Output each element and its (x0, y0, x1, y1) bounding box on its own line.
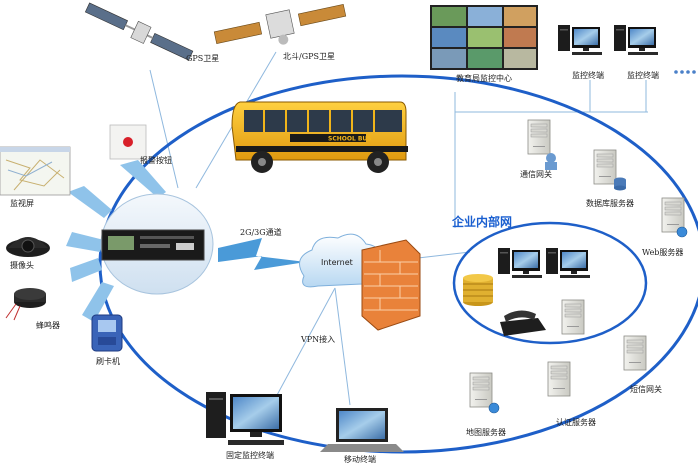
input-arrows (66, 160, 166, 322)
desktop-computer-icon (546, 248, 590, 278)
desktop-computer-icon (558, 25, 602, 55)
phone (500, 310, 546, 336)
internet-cloud (299, 233, 381, 288)
desktop-computer-icon (498, 248, 542, 278)
fixed-monitor-terminal (206, 392, 284, 445)
alarm-button-icon (123, 137, 133, 147)
enterprise-ring (452, 221, 648, 345)
cloud-icon (299, 233, 381, 288)
network-channel-label: 2G/3G通道 (240, 227, 282, 237)
globe-icon (676, 226, 688, 238)
camera-label: 摄像头 (10, 260, 34, 270)
firewall-icon (361, 239, 421, 331)
server-icon (547, 361, 571, 397)
lightning-icon (218, 238, 306, 270)
database-icon (614, 177, 626, 191)
card-reader (91, 314, 123, 352)
school-bus (231, 101, 408, 173)
card-reader-label: 刷卡机 (96, 356, 120, 366)
wireless-link (218, 238, 306, 270)
coin-stack (463, 274, 493, 306)
vpn-access-label: VPN接入 (300, 334, 335, 344)
satellite-icon (130, 20, 152, 44)
server-icon (593, 149, 617, 185)
buzzer-label: 蜂鸣器 (36, 320, 60, 330)
school-bus-text: SCHOOL BUS (328, 136, 372, 143)
monitor-terminal-1-label: 监控终端 (572, 70, 604, 80)
monitor-terminal-2-label: 监控终端 (627, 70, 659, 80)
firewall (361, 239, 421, 331)
alarm-button-label: 报警按钮 (140, 155, 172, 165)
beidou-satellite-label: 北斗/GPS卫星 (283, 52, 335, 61)
beidou-satellite (213, 4, 347, 45)
enterprise-network-label: 企业内部网 (451, 214, 512, 229)
vehicle-terminal (100, 193, 214, 295)
connection-lines (149, 51, 648, 409)
buzzer (5, 288, 46, 321)
monitor-screen-label: 监视屏 (10, 198, 34, 208)
web-server-label: Web服务器 (642, 247, 683, 257)
map-server-label: 地图服务器 (466, 427, 506, 437)
server-icon (527, 119, 551, 155)
mobile-terminal-label: 移动终端 (344, 454, 376, 464)
desktop-computer-icon (614, 25, 658, 55)
camera (6, 237, 50, 257)
server-icon (623, 335, 647, 371)
auth-server-label: 认证服务器 (556, 417, 596, 427)
fixed-monitor-terminal-label: 固定监控终端 (226, 450, 274, 460)
globe-icon (488, 402, 500, 414)
satellite-icon (265, 9, 295, 39)
desktop-computer-icon (206, 392, 226, 438)
edu-monitor-center-label: 教育局监控中心 (456, 73, 512, 83)
server-icon (561, 299, 585, 335)
gps-satellite (84, 2, 194, 61)
comm-gateway-person-icon (545, 153, 557, 170)
server-icon (469, 372, 493, 408)
db-server-label: 数据库服务器 (586, 198, 634, 208)
sms-gateway-label: 短信网关 (630, 384, 662, 394)
alarm-button (109, 124, 147, 160)
internet-label: Internet (321, 258, 353, 267)
phone-icon (500, 318, 546, 336)
monitor-screen (0, 146, 71, 196)
gps-satellite-label: GPS卫星 (186, 54, 219, 63)
more-dots (674, 70, 696, 74)
mobile-terminal (320, 408, 404, 452)
edu-monitor-center (430, 5, 538, 70)
comm-gateway-label: 通信网关 (520, 169, 552, 179)
